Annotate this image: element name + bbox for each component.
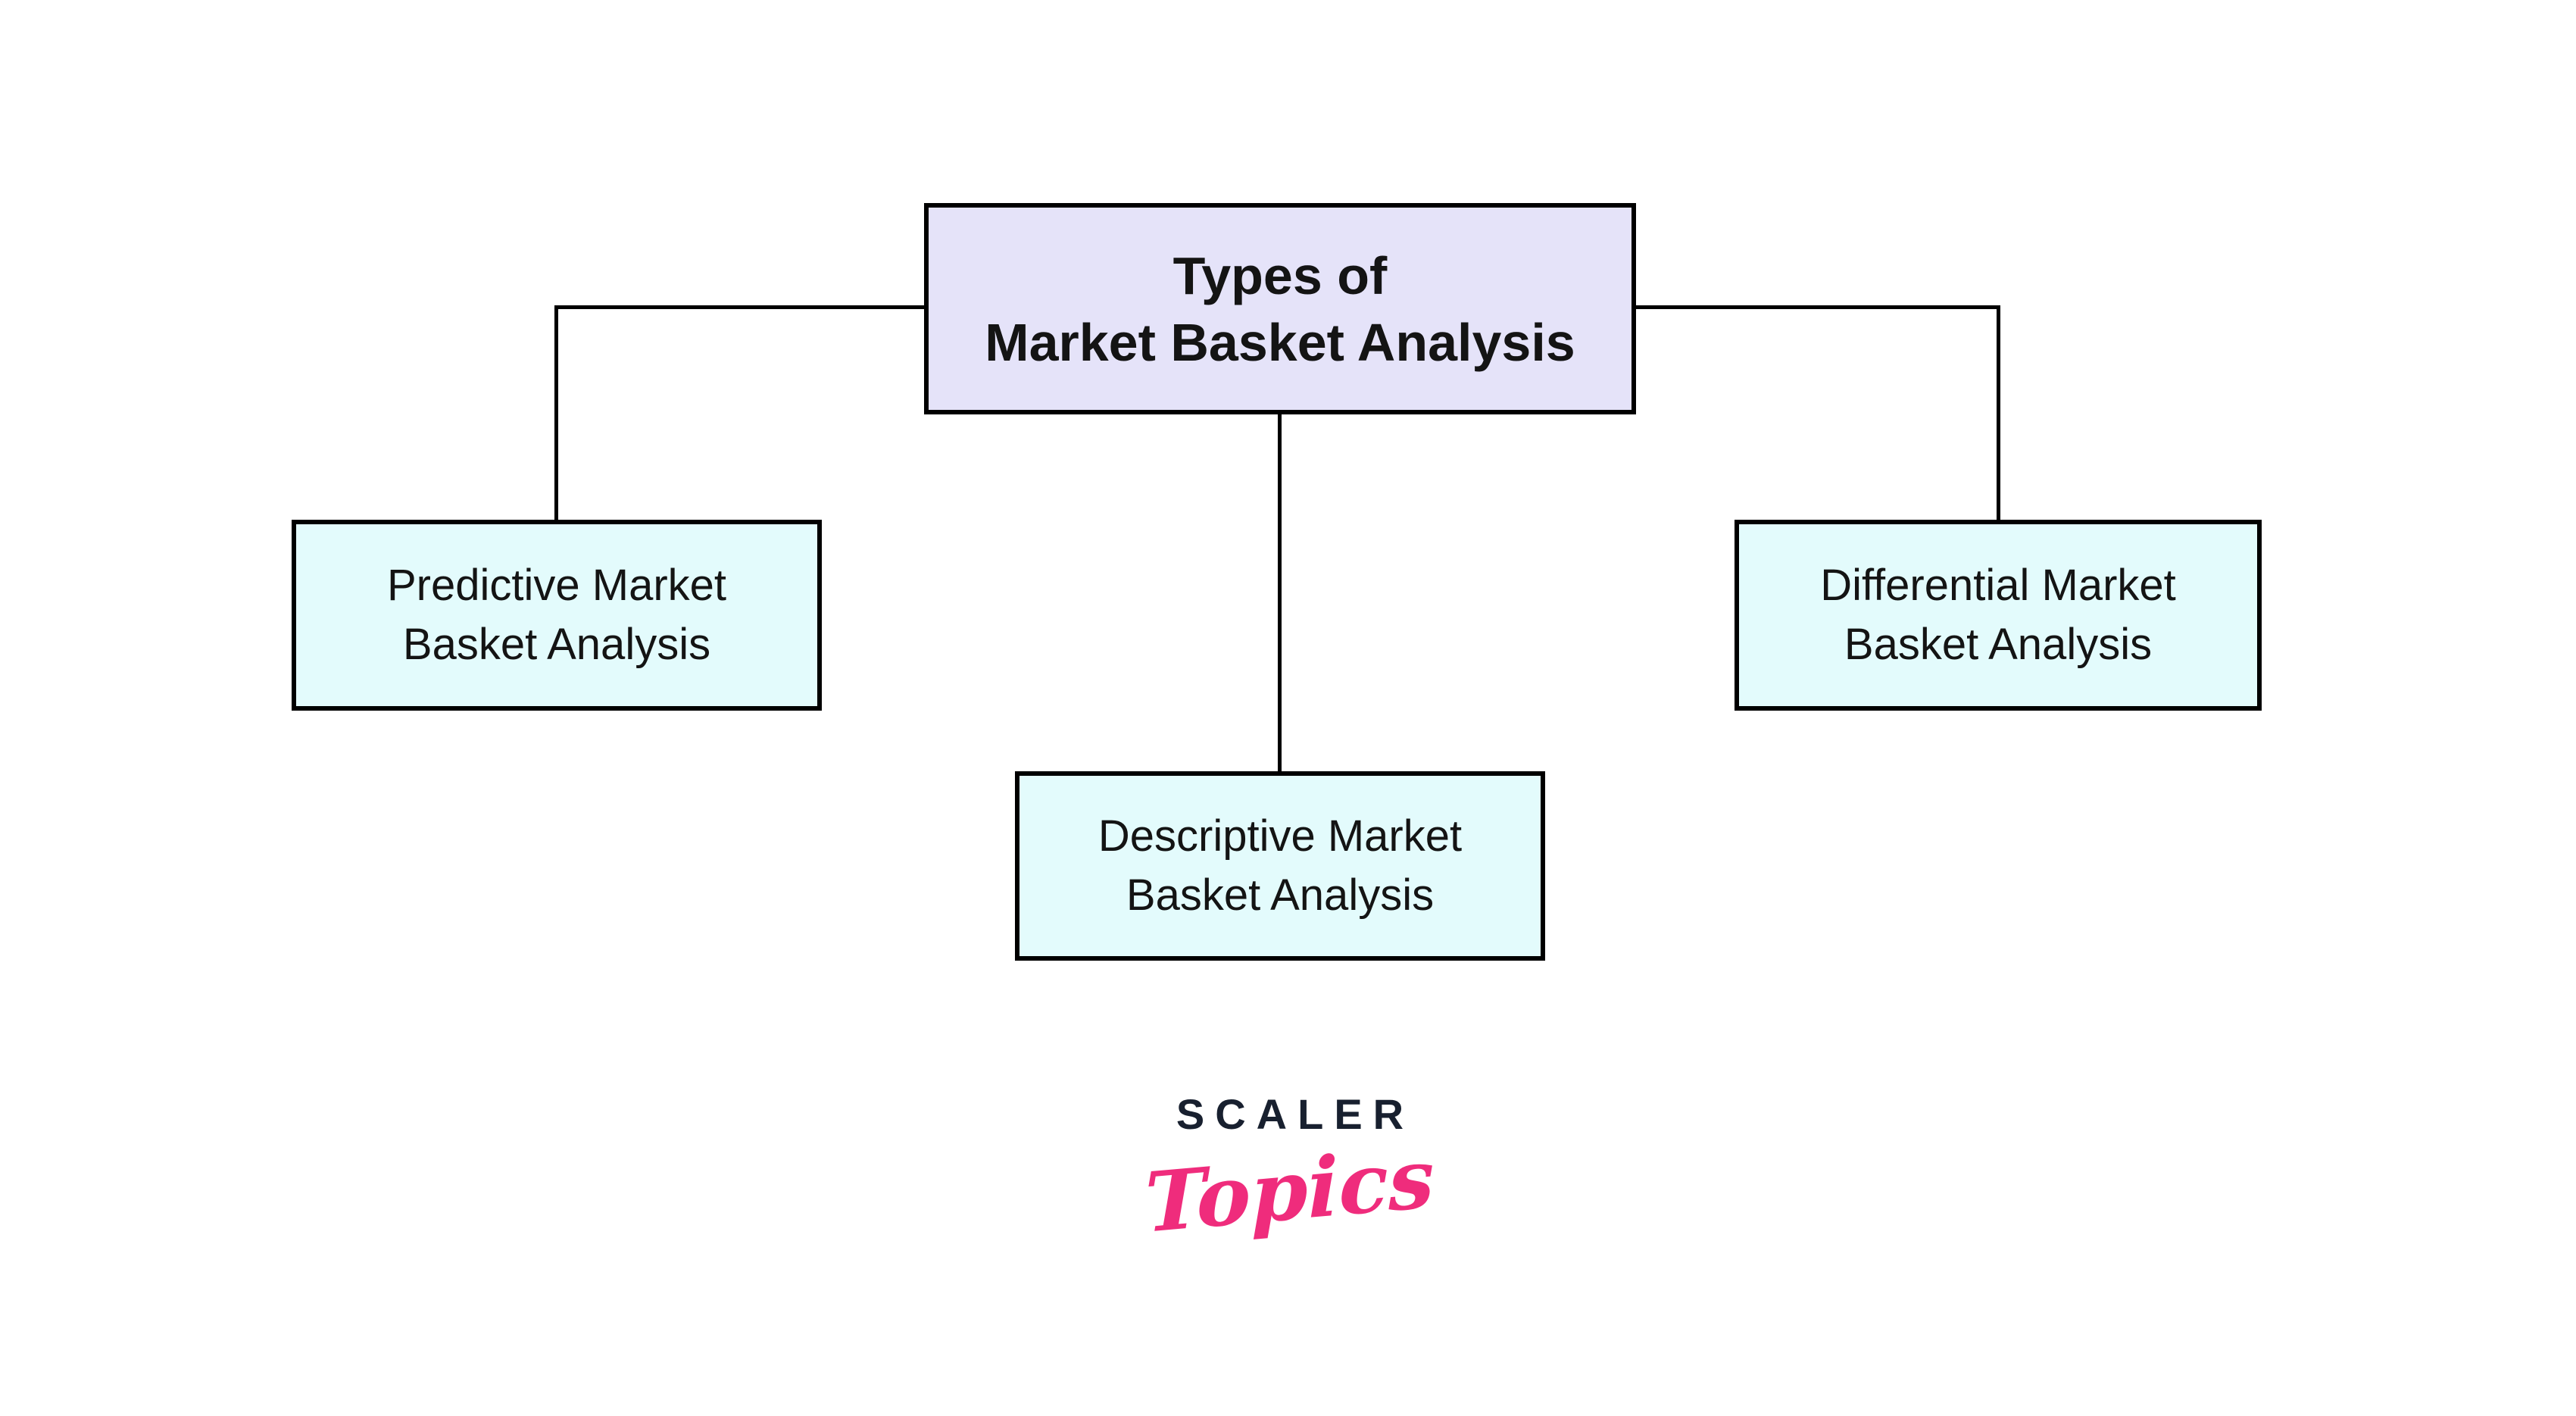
connector-right-horizontal — [1635, 305, 2000, 309]
logo-topics-text: Topics — [1144, 1130, 1435, 1252]
connector-left-vertical — [554, 305, 558, 521]
node-descriptive-market-basket-analysis: Descriptive Market Basket Analysis — [1015, 771, 1545, 961]
node-predictive-market-basket-analysis: Predictive Market Basket Analysis — [292, 520, 822, 711]
connector-left-horizontal — [555, 305, 924, 309]
node-types-of-market-basket-analysis: Types of Market Basket Analysis — [924, 203, 1636, 414]
node-differential-market-basket-analysis: Differential Market Basket Analysis — [1735, 520, 2262, 711]
logo-scaler-text: SCALER — [1176, 1090, 1415, 1138]
scaler-topics-logo: SCALER Topics — [1138, 1089, 1441, 1252]
connector-right-vertical — [1997, 305, 2000, 521]
connector-center-vertical — [1278, 413, 1282, 773]
